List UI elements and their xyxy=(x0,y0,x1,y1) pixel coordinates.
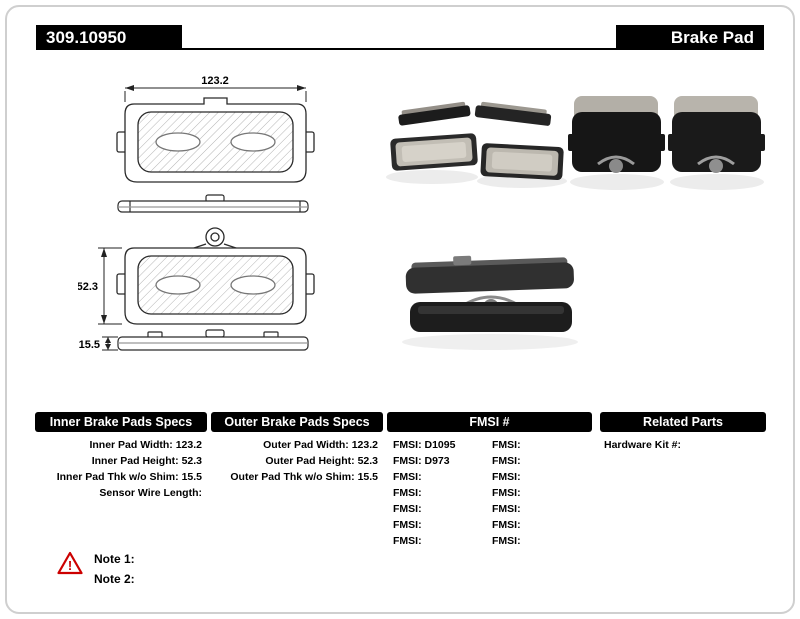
spec-row: Outer Pad Width: 123.2 xyxy=(263,439,378,451)
fmsi-header: FMSI # xyxy=(387,412,592,432)
product-photo-stacked-pads xyxy=(402,255,578,350)
warning-triangle-icon: ! xyxy=(57,551,83,575)
pad-front-view-with-clip xyxy=(116,227,315,325)
dim-height-label: 52.3 xyxy=(78,281,98,293)
dim-width-label: 123.2 xyxy=(201,75,229,87)
fmsi-entry: FMSI: xyxy=(492,471,521,483)
stoptech-logo xyxy=(155,132,201,152)
pad-edge-profile-upper xyxy=(117,194,309,213)
part-number: 309.10950 xyxy=(36,25,182,50)
related-part-row: Hardware Kit #: xyxy=(604,439,682,451)
height-dimension xyxy=(98,247,122,325)
thickness-dimension xyxy=(102,336,118,351)
fmsi-entry: FMSI: xyxy=(492,439,521,451)
stoptech-logo xyxy=(230,275,276,295)
spec-row: Outer Pad Thk w/o Shim: 15.5 xyxy=(230,471,378,483)
fmsi-entry: FMSI: xyxy=(393,471,422,483)
note-2-label: Note 2: xyxy=(94,572,135,586)
fmsi-entry: FMSI: D1095 xyxy=(393,439,456,451)
inner-specs-table: Inner Brake Pads Specs Inner Pad Width: … xyxy=(35,412,207,501)
fmsi-entry: FMSI: xyxy=(393,519,422,531)
fmsi-right-column: FMSI: FMSI: FMSI: FMSI: FMSI: FMSI: FMSI… xyxy=(492,437,586,549)
product-photo-angled-pads xyxy=(386,101,567,188)
fmsi-entry: FMSI: D973 xyxy=(393,455,450,467)
fmsi-entry: FMSI: xyxy=(492,535,521,547)
related-parts-table: Related Parts Hardware Kit #: xyxy=(600,412,766,453)
fmsi-entry: FMSI: xyxy=(393,487,422,499)
fmsi-table: FMSI # FMSI: D1095 FMSI: D973 FMSI: FMSI… xyxy=(387,412,592,549)
fmsi-entry: FMSI: xyxy=(393,503,422,515)
spec-row: Sensor Wire Length: xyxy=(99,487,202,499)
related-parts-header: Related Parts xyxy=(600,412,766,432)
fmsi-entry: FMSI: xyxy=(492,519,521,531)
product-title: Brake Pad xyxy=(616,25,764,50)
pad-front-view xyxy=(116,97,315,183)
brake-pad-technical-drawing: 123.2 xyxy=(78,75,315,351)
fmsi-left-column: FMSI: D1095 FMSI: D973 FMSI: FMSI: FMSI:… xyxy=(387,437,492,549)
dim-thickness-label: 15.5 xyxy=(79,339,100,351)
header-divider xyxy=(36,48,764,50)
fmsi-entry: FMSI: xyxy=(492,455,521,467)
fmsi-entry: FMSI: xyxy=(492,503,521,515)
outer-specs-header: Outer Brake Pads Specs xyxy=(211,412,383,432)
svg-text:!: ! xyxy=(68,558,72,573)
fmsi-entry: FMSI: xyxy=(492,487,521,499)
spec-row: Inner Pad Width: 123.2 xyxy=(89,439,202,451)
inner-specs-header: Inner Brake Pads Specs xyxy=(35,412,207,432)
pad-edge-profile-lower xyxy=(117,329,309,351)
product-photo-upright-pads xyxy=(568,96,765,190)
outer-specs-table: Outer Brake Pads Specs Outer Pad Width: … xyxy=(211,412,383,485)
fmsi-entry: FMSI: xyxy=(393,535,422,547)
width-dimension xyxy=(124,85,307,102)
note-1-label: Note 1: xyxy=(94,552,135,566)
stoptech-logo xyxy=(230,132,276,152)
spec-row: Outer Pad Height: 52.3 xyxy=(265,455,378,467)
spec-row: Inner Pad Thk w/o Shim: 15.5 xyxy=(56,471,202,483)
spec-row: Inner Pad Height: 52.3 xyxy=(91,455,202,467)
stoptech-logo xyxy=(155,275,201,295)
